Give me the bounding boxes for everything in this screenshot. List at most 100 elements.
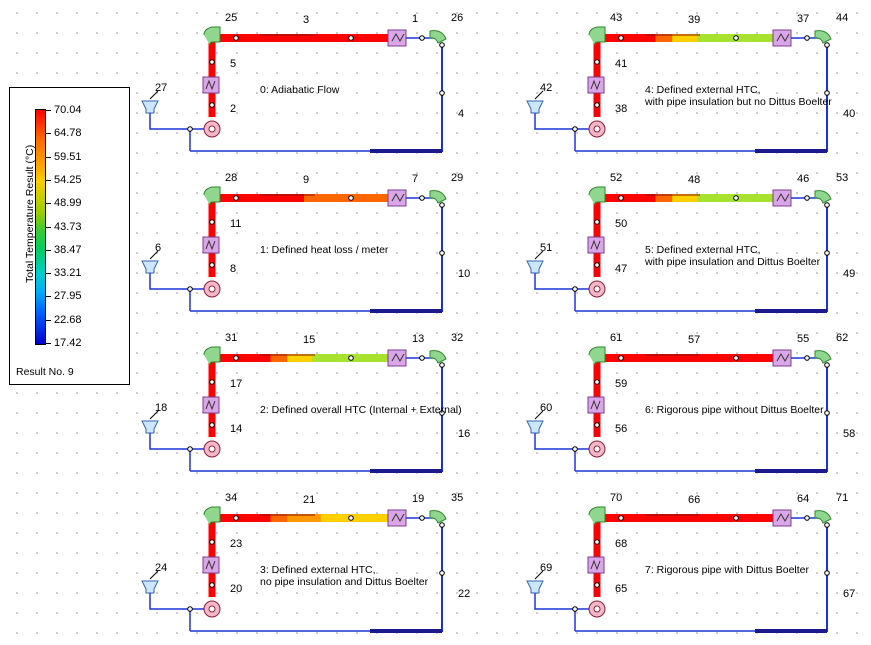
tank-outlet-pipe[interactable] bbox=[149, 603, 190, 610]
pipe-node[interactable] bbox=[618, 35, 624, 41]
top-right-bend[interactable] bbox=[814, 510, 832, 524]
pipe-node[interactable] bbox=[187, 446, 193, 452]
pipe-node[interactable] bbox=[209, 102, 215, 108]
tank-outlet-pipe[interactable] bbox=[534, 603, 575, 610]
pipe-node[interactable] bbox=[439, 202, 445, 208]
tank-icon[interactable] bbox=[141, 100, 159, 114]
top-left-bend[interactable] bbox=[588, 506, 606, 526]
pipe-node[interactable] bbox=[209, 262, 215, 268]
pipe-node[interactable] bbox=[209, 219, 215, 225]
return-pipe-right[interactable] bbox=[370, 365, 443, 472]
heat-exchanger[interactable] bbox=[772, 349, 792, 367]
pipe-node[interactable] bbox=[187, 286, 193, 292]
pipe-node[interactable] bbox=[594, 539, 600, 545]
pipe-node[interactable] bbox=[824, 90, 830, 96]
tank-icon[interactable] bbox=[141, 420, 159, 434]
heat-exchanger[interactable] bbox=[387, 189, 407, 207]
tank-icon[interactable] bbox=[526, 100, 544, 114]
pipe-node[interactable] bbox=[572, 606, 578, 612]
pipe-node[interactable] bbox=[733, 35, 739, 41]
pipe-node[interactable] bbox=[804, 195, 810, 201]
pipe-node[interactable] bbox=[594, 582, 600, 588]
pipe-node[interactable] bbox=[594, 102, 600, 108]
pipe-node[interactable] bbox=[824, 202, 830, 208]
network-diagram-3[interactable] bbox=[526, 186, 832, 313]
pipe-node[interactable] bbox=[804, 355, 810, 361]
top-pipe-segment[interactable] bbox=[270, 514, 288, 522]
return-pipe-right[interactable] bbox=[755, 525, 828, 632]
tank-icon[interactable] bbox=[526, 260, 544, 274]
top-right-bend[interactable] bbox=[429, 30, 447, 44]
network-diagram-5[interactable] bbox=[526, 346, 832, 473]
top-pipe-segment[interactable] bbox=[655, 194, 673, 202]
pipe-node[interactable] bbox=[618, 515, 624, 521]
top-pipe-segment[interactable] bbox=[287, 514, 322, 522]
tank-outlet-pipe[interactable] bbox=[149, 443, 190, 450]
top-right-bend[interactable] bbox=[429, 510, 447, 524]
network-diagram-6[interactable] bbox=[141, 506, 447, 633]
tank-outlet-pipe[interactable] bbox=[534, 443, 575, 450]
network-diagram-0[interactable] bbox=[141, 26, 447, 153]
top-pipe-segment[interactable] bbox=[655, 34, 673, 42]
top-left-bend[interactable] bbox=[203, 346, 221, 366]
pipe-node[interactable] bbox=[348, 35, 354, 41]
tank-icon[interactable] bbox=[526, 580, 544, 594]
tank-icon[interactable] bbox=[141, 260, 159, 274]
network-diagram-7[interactable] bbox=[526, 506, 832, 633]
top-right-bend[interactable] bbox=[814, 350, 832, 364]
pipe-node[interactable] bbox=[419, 515, 425, 521]
pipe-node[interactable] bbox=[572, 286, 578, 292]
tank-outlet-pipe[interactable] bbox=[149, 123, 190, 130]
pipe-node[interactable] bbox=[209, 582, 215, 588]
pipe-node[interactable] bbox=[439, 42, 445, 48]
pipe-node[interactable] bbox=[209, 539, 215, 545]
pipe-node[interactable] bbox=[594, 219, 600, 225]
tank-outlet-pipe[interactable] bbox=[534, 123, 575, 130]
top-pipe-segment[interactable] bbox=[320, 514, 389, 522]
pipe-node[interactable] bbox=[439, 362, 445, 368]
heat-exchanger[interactable] bbox=[772, 509, 792, 527]
top-pipe-segment[interactable] bbox=[605, 194, 656, 202]
heat-exchanger[interactable] bbox=[387, 509, 407, 527]
top-right-bend[interactable] bbox=[429, 350, 447, 364]
pipe-node[interactable] bbox=[594, 59, 600, 65]
pipe-node[interactable] bbox=[618, 355, 624, 361]
top-left-bend[interactable] bbox=[203, 506, 221, 526]
pipe-node[interactable] bbox=[209, 379, 215, 385]
pipe-node[interactable] bbox=[733, 195, 739, 201]
heat-exchanger[interactable] bbox=[772, 189, 792, 207]
top-pipe-segment[interactable] bbox=[287, 354, 313, 362]
top-pipe-segment[interactable] bbox=[270, 354, 288, 362]
pipe-node[interactable] bbox=[348, 515, 354, 521]
pipe-node[interactable] bbox=[824, 250, 830, 256]
pipe-node[interactable] bbox=[233, 355, 239, 361]
tank-outlet-pipe[interactable] bbox=[534, 283, 575, 290]
top-pipe-segment[interactable] bbox=[672, 34, 698, 42]
pipe-node[interactable] bbox=[187, 126, 193, 132]
tank-icon[interactable] bbox=[526, 420, 544, 434]
pipe-node[interactable] bbox=[187, 606, 193, 612]
pipe-node[interactable] bbox=[439, 570, 445, 576]
heat-exchanger[interactable] bbox=[387, 349, 407, 367]
top-pipe-segment[interactable] bbox=[304, 194, 389, 202]
pipe-node[interactable] bbox=[348, 355, 354, 361]
top-pipe-segment[interactable] bbox=[220, 34, 389, 42]
pipe-node[interactable] bbox=[439, 250, 445, 256]
heat-exchanger[interactable] bbox=[772, 29, 792, 47]
pipe-node[interactable] bbox=[233, 515, 239, 521]
top-pipe-segment[interactable] bbox=[605, 354, 774, 362]
pipe-node[interactable] bbox=[824, 410, 830, 416]
network-diagram-4[interactable] bbox=[141, 346, 447, 473]
pipe-node[interactable] bbox=[804, 515, 810, 521]
pipe-node[interactable] bbox=[824, 570, 830, 576]
top-pipe-segment[interactable] bbox=[605, 34, 656, 42]
pipe-node[interactable] bbox=[824, 42, 830, 48]
return-pipe-right[interactable] bbox=[370, 205, 443, 312]
pipe-node[interactable] bbox=[439, 90, 445, 96]
top-left-bend[interactable] bbox=[203, 26, 221, 46]
pipe-node[interactable] bbox=[233, 195, 239, 201]
top-pipe-segment[interactable] bbox=[220, 194, 305, 202]
top-right-bend[interactable] bbox=[814, 30, 832, 44]
